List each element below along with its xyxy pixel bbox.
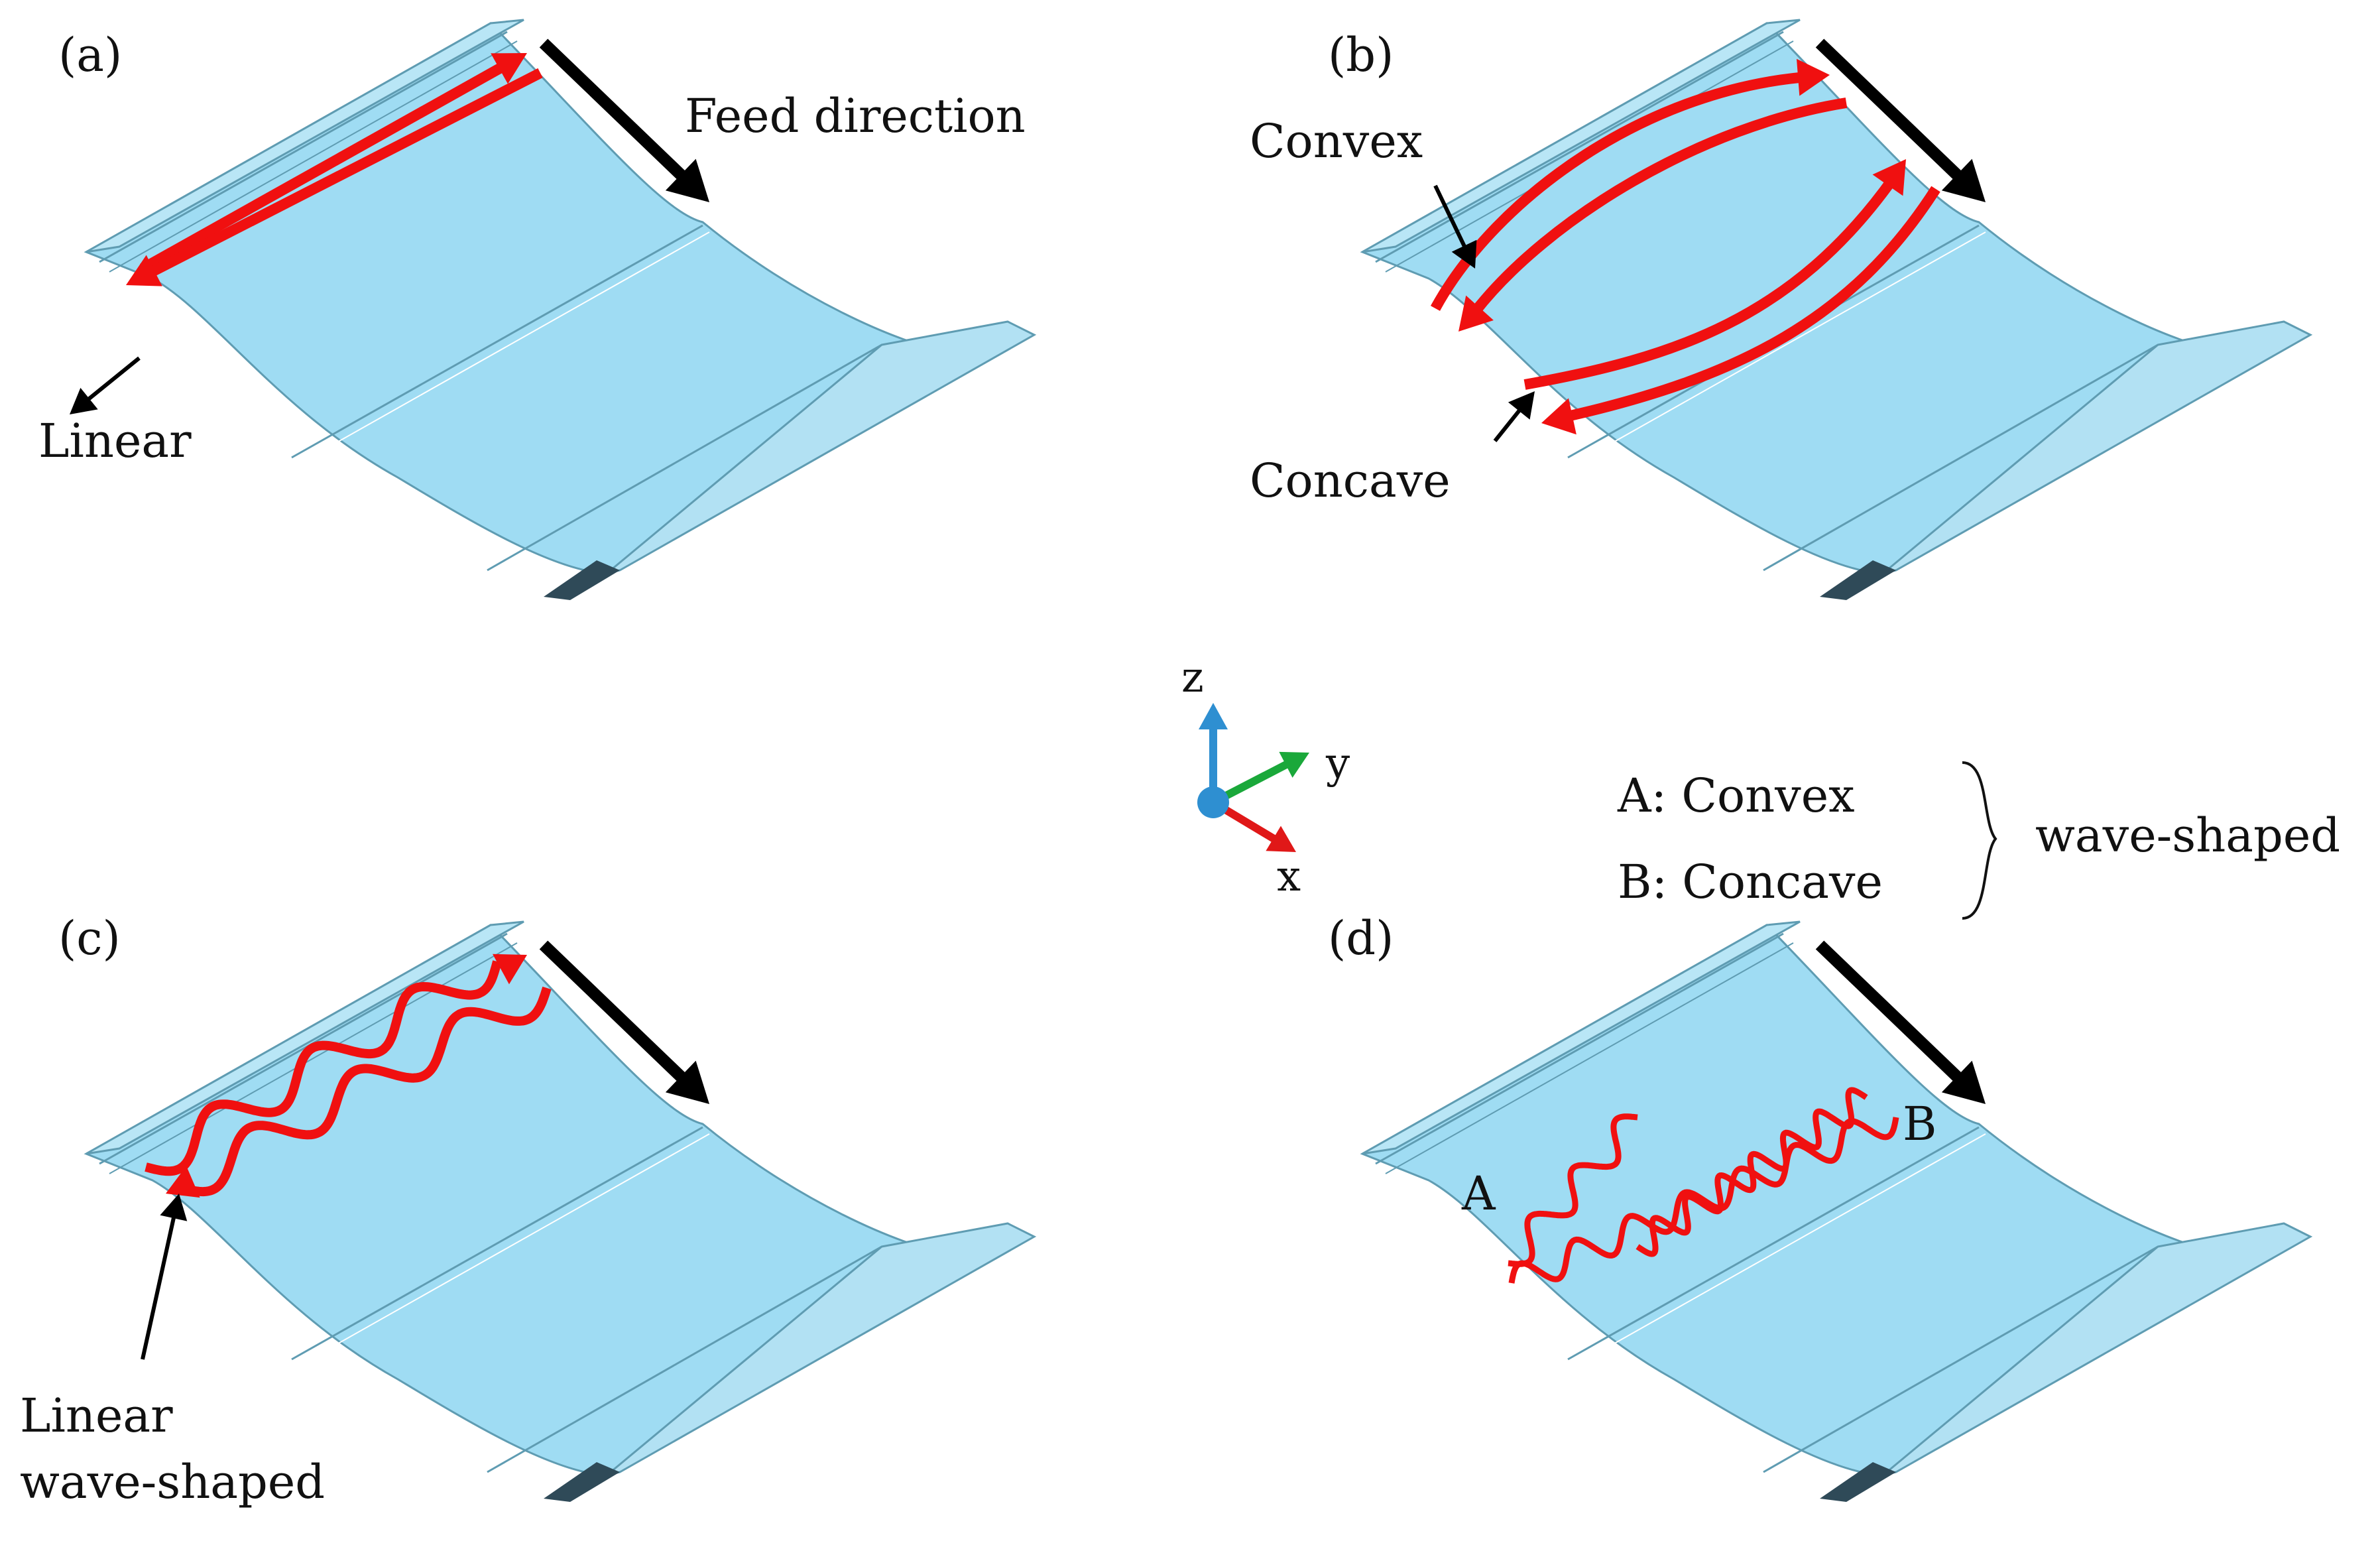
sheet-body-c bbox=[84, 924, 951, 1477]
linear-label: Linear bbox=[38, 414, 192, 468]
panel-c-tag: (c) bbox=[58, 911, 121, 965]
sheet-fold-line-b bbox=[1375, 31, 1784, 263]
sheet-flange-left-c bbox=[86, 920, 524, 1155]
sheet-fold-line-d bbox=[1375, 932, 1784, 1165]
marker-a-label: A bbox=[1462, 1166, 1496, 1221]
linear-path-return-shaft bbox=[146, 68, 543, 278]
paths-b bbox=[1430, 58, 1940, 442]
axis-x-arrow-head bbox=[1266, 826, 1296, 852]
paths-d bbox=[1508, 1087, 1899, 1284]
feed-arrow-a-head bbox=[665, 158, 709, 202]
feed-arrow-c-shaft bbox=[539, 940, 691, 1087]
sheet-mid-fold-d bbox=[1567, 1126, 1980, 1361]
sheet-mid-highlight-b bbox=[1574, 231, 1986, 465]
axis-x-label: x bbox=[1277, 852, 1301, 901]
wave-pointer-head bbox=[160, 1194, 188, 1221]
sheet-flange-right-b bbox=[1882, 320, 2313, 575]
legend-item-b: B: Concave bbox=[1618, 855, 1883, 909]
sheet-shadow-d bbox=[1820, 1462, 1896, 1502]
convex-path-return bbox=[1470, 97, 1848, 315]
panel-c bbox=[84, 920, 1037, 1502]
sheet-fold-line2-c bbox=[109, 942, 518, 1174]
sheet-fold-line-a bbox=[99, 31, 508, 263]
sheet-mid-fold-c bbox=[291, 1126, 703, 1361]
paths-a bbox=[70, 53, 543, 414]
legend-brace bbox=[1962, 761, 1997, 920]
wave-forward-head bbox=[493, 954, 527, 985]
concave-forward-head bbox=[1872, 159, 1906, 196]
sheet-flange-right-c bbox=[606, 1222, 1037, 1477]
sheet-fold-line2-d bbox=[1385, 942, 1794, 1174]
linear-wave-label-line1: Linear bbox=[20, 1389, 173, 1443]
sheet-shadow-a bbox=[544, 560, 620, 600]
axis-y-label: y bbox=[1326, 739, 1350, 788]
panel-b-tag: (b) bbox=[1328, 28, 1394, 82]
axis-z-label: z bbox=[1181, 653, 1204, 702]
sheet-low-fold-d bbox=[1763, 1245, 2159, 1473]
feed-arrow-b-shaft bbox=[1815, 38, 1967, 185]
marker-b-label: B bbox=[1903, 1097, 1937, 1151]
sheet-flange-left-b bbox=[1362, 19, 1801, 253]
sheet-flange-left-d bbox=[1362, 920, 1801, 1155]
sheet-mid-fold-a bbox=[291, 224, 703, 459]
sheet-low-fold-a bbox=[487, 343, 882, 572]
concave-path-return bbox=[1560, 186, 1940, 423]
wave-path-return bbox=[178, 986, 552, 1197]
axis-z-arrow-head bbox=[1199, 703, 1228, 729]
sheet-shadow-b bbox=[1820, 560, 1896, 600]
concave-path-forward bbox=[1523, 176, 1897, 390]
legend-item-a: A: Convex bbox=[1618, 769, 1855, 823]
feed-direction-label: Feed direction bbox=[685, 89, 1026, 143]
sheet-mid-highlight-d bbox=[1574, 1133, 1986, 1367]
linear-pointer-shaft bbox=[84, 356, 141, 404]
wave-left-path bbox=[1508, 1113, 1638, 1267]
convex-return-head bbox=[1458, 295, 1494, 332]
axis-origin-dot bbox=[1197, 786, 1229, 818]
sheet-shadow-c bbox=[544, 1462, 620, 1502]
wave-bottom-path bbox=[1508, 1117, 1899, 1284]
sheet-fold-line-c bbox=[99, 932, 508, 1165]
concave-pointer-head bbox=[1508, 391, 1535, 420]
axis-triad bbox=[1197, 703, 1309, 852]
concave-return-head bbox=[1541, 398, 1577, 435]
linear-path-forward-shaft bbox=[140, 60, 508, 273]
legend-brace-group bbox=[1962, 761, 1997, 920]
sheet-mid-highlight-c bbox=[298, 1133, 710, 1367]
sheet-mid-highlight-a bbox=[298, 231, 710, 465]
sheet-low-fold-c bbox=[487, 1245, 882, 1473]
axis-y-arrow-head bbox=[1279, 751, 1309, 778]
linear-path-return-head bbox=[126, 255, 162, 286]
sheet-flange-right-d bbox=[1882, 1222, 2313, 1477]
feed-arrow-a-shaft bbox=[539, 38, 691, 185]
linear-pointer-head bbox=[70, 387, 98, 414]
convex-pointer-shaft bbox=[1433, 184, 1468, 251]
concave-pointer-shaft bbox=[1493, 405, 1524, 442]
feed-arrow-b-head bbox=[1941, 158, 1986, 202]
panel-d bbox=[1360, 920, 2313, 1502]
convex-forward-head bbox=[1796, 58, 1830, 96]
panel-d-tag: (d) bbox=[1328, 911, 1394, 965]
feed-arrow-d-shaft bbox=[1815, 940, 1967, 1087]
linear-wave-label-line2: wave-shaped bbox=[20, 1455, 326, 1509]
sheet-fold-line2-a bbox=[109, 40, 518, 273]
panel-a bbox=[84, 19, 1037, 600]
feed-arrow-d-head bbox=[1941, 1060, 1986, 1104]
legend-group-label: wave-shaped bbox=[2035, 808, 2341, 863]
convex-pointer-head bbox=[1451, 239, 1477, 269]
concave-label: Concave bbox=[1250, 454, 1451, 508]
paths-c bbox=[141, 954, 552, 1360]
sheet-flange-right-a bbox=[606, 320, 1037, 575]
linear-path-forward-head bbox=[491, 53, 527, 84]
convex-label: Convex bbox=[1250, 114, 1423, 168]
panel-a-tag: (a) bbox=[58, 28, 123, 82]
wave-path-forward bbox=[145, 960, 502, 1176]
wave-pointer-shaft bbox=[141, 1213, 177, 1360]
sheet-flange-left-a bbox=[86, 19, 524, 253]
sheet-low-fold-b bbox=[1763, 343, 2159, 572]
feed-arrow-c-head bbox=[665, 1060, 709, 1104]
wave-return-head bbox=[166, 1166, 200, 1198]
